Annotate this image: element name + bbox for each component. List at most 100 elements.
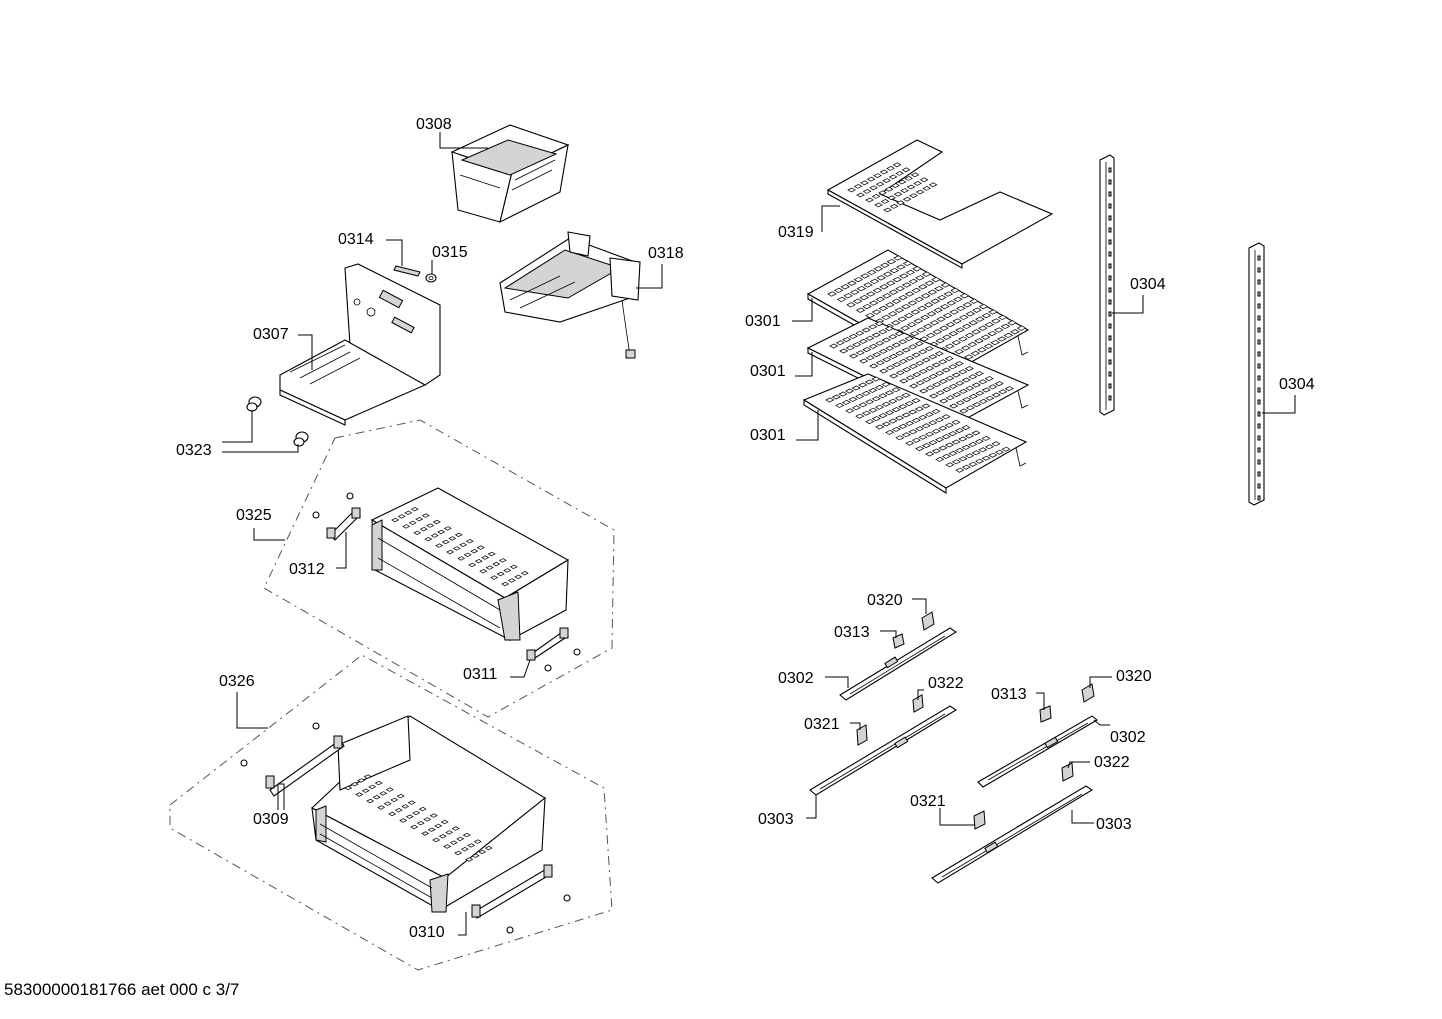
- perforation: [953, 296, 963, 303]
- perforation: [889, 267, 900, 274]
- perforation: [918, 349, 928, 355]
- perforation: [912, 372, 922, 378]
- perforation: [924, 411, 934, 417]
- perforation: [921, 357, 931, 363]
- perforation: [914, 406, 924, 412]
- perforation: [875, 340, 885, 346]
- perforation: [474, 558, 483, 564]
- perforation: [379, 791, 388, 796]
- perforation: [918, 284, 928, 290]
- perforation: [904, 401, 914, 407]
- perforation: [901, 167, 911, 173]
- part-0315-nut: [425, 273, 437, 283]
- perforation: [874, 202, 883, 208]
- perforation: [432, 519, 441, 525]
- perforation: [368, 784, 377, 790]
- perforation: [1000, 323, 1011, 330]
- perforation: [911, 287, 922, 294]
- perforation: [391, 517, 400, 523]
- perforation: [892, 276, 903, 283]
- perforation: [895, 370, 905, 376]
- perforation: [825, 397, 835, 403]
- perforation: [893, 255, 903, 261]
- perforation: [871, 416, 881, 422]
- perforation: [894, 331, 904, 337]
- perforation: [961, 444, 971, 450]
- perforation: [1004, 386, 1014, 392]
- perforation: [915, 446, 925, 452]
- perforation: [975, 390, 985, 396]
- perforation: [916, 327, 927, 333]
- perforation: [965, 385, 975, 391]
- label-0304-a: 0304: [1130, 276, 1166, 293]
- rail-slot: [1108, 179, 1112, 185]
- perforation: [868, 324, 878, 330]
- perforation: [908, 344, 918, 350]
- perforation: [948, 450, 958, 456]
- perforation: [958, 369, 968, 375]
- perforation: [994, 381, 1004, 387]
- perforation: [891, 426, 901, 432]
- perforation: [965, 453, 975, 459]
- perforation: [934, 285, 944, 292]
- perforation: [944, 356, 954, 362]
- perforation: [872, 287, 883, 294]
- perforation: [470, 548, 479, 554]
- part-0314-clip: [393, 265, 421, 277]
- rail-slot: [1257, 351, 1261, 357]
- perforation: [878, 393, 888, 399]
- perforation: [498, 558, 507, 563]
- perforation: [945, 462, 955, 468]
- perforation: [897, 316, 908, 322]
- perforation: [891, 407, 901, 413]
- perforation: [975, 458, 985, 464]
- perforation: [889, 373, 899, 379]
- perforation: [881, 381, 891, 387]
- perforation: [859, 358, 869, 364]
- perforation: [875, 296, 886, 303]
- perforation: [827, 291, 837, 297]
- perforation: [424, 536, 433, 542]
- perforation: [923, 302, 934, 308]
- perforation: [880, 198, 890, 204]
- perforation: [949, 403, 959, 409]
- perforation: [847, 187, 856, 193]
- perforation: [949, 309, 960, 315]
- perforation: [988, 384, 998, 390]
- perforation: [910, 172, 920, 178]
- label-0320-a: 0320: [867, 592, 903, 609]
- perforation: [961, 425, 971, 431]
- perforation: [397, 514, 406, 519]
- perforation: [945, 395, 955, 401]
- part-0320-clip-right: [1081, 683, 1095, 703]
- perforation: [955, 327, 965, 333]
- perforation: [952, 318, 962, 324]
- perforation: [886, 258, 897, 265]
- perforation: [858, 338, 868, 344]
- perforation: [454, 850, 463, 856]
- perforation: [871, 193, 881, 199]
- label-0313-b: 0313: [991, 686, 1027, 703]
- perforation: [954, 428, 964, 434]
- perforation: [927, 289, 938, 295]
- perforation: [846, 302, 856, 308]
- perforation: [891, 342, 901, 348]
- perforation: [961, 377, 971, 383]
- label-0308: 0308: [416, 116, 452, 133]
- perforation: [399, 818, 408, 823]
- perforation: [859, 294, 870, 301]
- perforation: [416, 820, 425, 826]
- perforation: [984, 321, 995, 328]
- perforation: [905, 375, 915, 381]
- perforation: [981, 387, 991, 393]
- perforation: [915, 275, 925, 281]
- perforation: [968, 320, 979, 326]
- perforation: [917, 305, 927, 312]
- perforation: [496, 571, 505, 577]
- perforation: [892, 362, 902, 368]
- perforation: [471, 853, 480, 858]
- rail-slot: [1257, 495, 1261, 501]
- perforation: [939, 398, 949, 404]
- perforation: [445, 830, 454, 835]
- perforation: [361, 788, 370, 793]
